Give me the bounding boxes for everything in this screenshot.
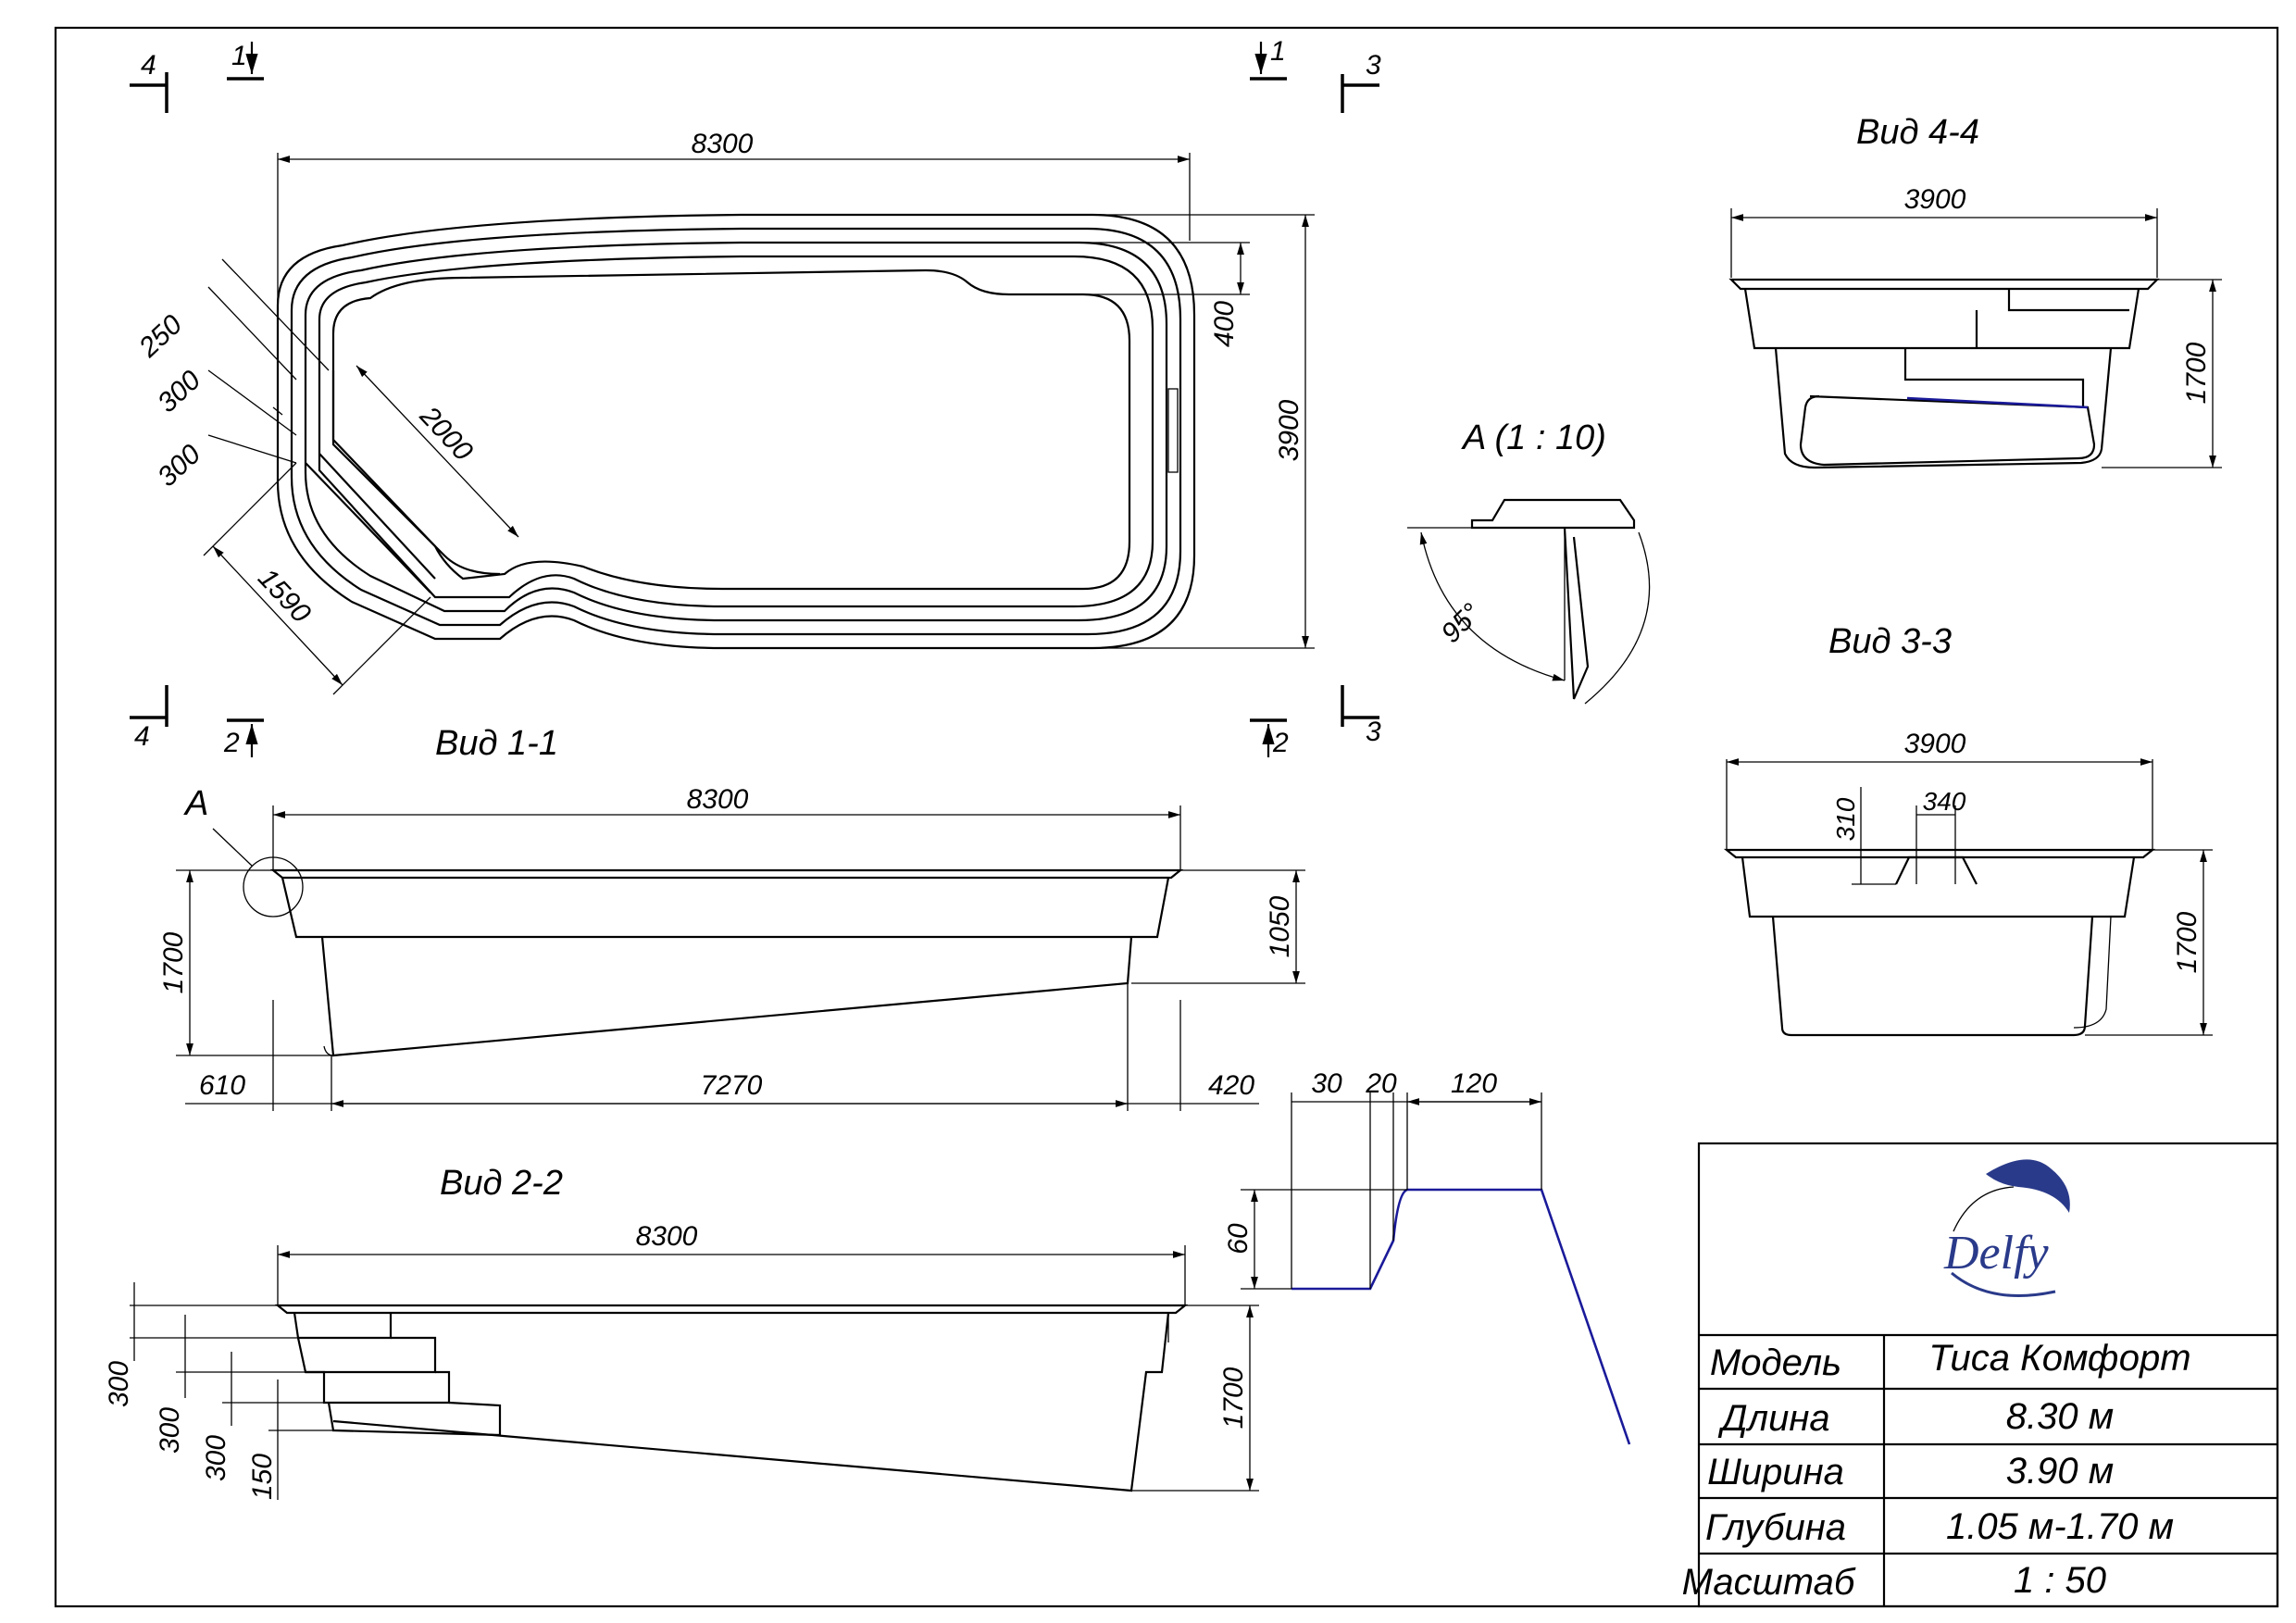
section-mark-3-bottom: 3 [1366,717,1381,747]
edge-profile-60-dim: 60 [1223,1223,1254,1255]
view-2-2-step-300b: 300 [155,1407,185,1454]
section-mark-4-top: 4 [141,50,156,81]
detail-a-view: A (1 : 10) 95° [1407,418,1651,705]
section-marks: 4 1 1 3 4 2 2 3 [130,36,1381,758]
label-depth: Глубина [1705,1507,1846,1548]
view-2-2-length-dim: 8300 [636,1221,698,1252]
value-width: 3.90 м [2006,1451,2114,1492]
plan-width-dim: 3900 [1274,399,1304,461]
view-3-3-width-dim: 3900 [1904,729,1966,759]
plan-1590-dim: 1590 [252,563,317,630]
view-4-4-title: Вид 4-4 [1856,113,1979,152]
edge-profile-30-dim: 30 [1311,1068,1342,1099]
plan-length-dim: 8300 [692,129,754,159]
section-mark-1-top-right: 1 [1270,36,1286,67]
title-block: Delfy Модель Тиса Комфорт Длина 8.30 м Ш… [1682,1142,2279,1608]
view-3-3-depth-dim: 1700 [2172,911,2202,973]
view-1-1-length-dim: 8300 [687,784,749,815]
section-mark-1-top-left: 1 [231,41,247,71]
label-width: Ширина [1707,1452,1844,1492]
edge-profile: 30 20 120 60 [1223,1068,1631,1445]
label-model: Модель [1710,1342,1841,1383]
section-mark-3-top: 3 [1366,50,1381,81]
detail-a-label: A [183,784,208,823]
view-1-1-shallow-dim: 1050 [1265,895,1295,957]
edge-profile-120-dim: 120 [1451,1068,1497,1099]
value-length: 8.30 м [2006,1396,2114,1437]
plan-400-dim: 400 [1209,301,1240,347]
view-4-4: Вид 4-4 3900 1700 [1728,113,2222,469]
value-model: Тиса Комфорт [1928,1338,2190,1379]
logo-text: Delfy [1943,1227,2050,1280]
view-1-1-title: Вид 1-1 [435,724,558,763]
view-2-2-step-300c: 300 [201,1435,231,1481]
plan-2000-dim: 2000 [413,400,479,467]
plan-300a-dim: 300 [152,365,206,418]
view-3-3-title: Вид 3-3 [1828,622,1952,661]
view-2-2-title: Вид 2-2 [440,1164,563,1203]
view-1-1-420-dim: 420 [1208,1070,1254,1101]
detail-a-title: A (1 : 10) [1461,418,1606,457]
label-length: Длина [1717,1398,1829,1439]
view-1-1: Вид 1-1 A 8300 1700 1050 610 7270 420 [158,724,1305,1111]
value-scale: 1 : 50 [2014,1560,2106,1601]
view-3-3-340-dim: 340 [1923,787,1966,816]
detail-a-angle: 95° [1436,598,1487,649]
plan-250-dim: 250 [132,309,188,364]
plan-dimensions: 8300 3900 400 2000 250 300 300 1590 [132,129,1315,695]
view-2-2-depth-dim: 1700 [1218,1367,1249,1429]
view-4-4-width-dim: 3900 [1904,184,1966,215]
label-scale: Масштаб [1682,1562,1856,1603]
delfy-logo: Delfy [1943,1159,2070,1297]
section-mark-2-bottom-right: 2 [1272,728,1289,758]
section-mark-4-bottom: 4 [134,721,150,752]
view-2-2-step-300a: 300 [104,1361,134,1407]
view-1-1-7270-dim: 7270 [701,1070,763,1101]
view-1-1-depth-dim: 1700 [158,931,189,993]
edge-profile-20-dim: 20 [1365,1068,1397,1099]
view-2-2-step-150: 150 [247,1454,278,1500]
section-mark-2-bottom-left: 2 [223,728,240,758]
plan-300b-dim: 300 [152,439,206,493]
view-3-3-310-dim: 310 [1831,797,1860,841]
view-2-2: Вид 2-2 8300 1700 300 300 300 150 [104,1164,1259,1500]
view-3-3: Вид 3-3 3900 310 340 1700 [1723,622,2213,1037]
plan-view [272,213,1196,650]
value-depth: 1.05 м-1.70 м [1946,1506,2174,1547]
view-1-1-610-dim: 610 [199,1070,245,1101]
view-4-4-depth-dim: 1700 [2181,342,2212,404]
sheet-frame [54,26,2279,1608]
